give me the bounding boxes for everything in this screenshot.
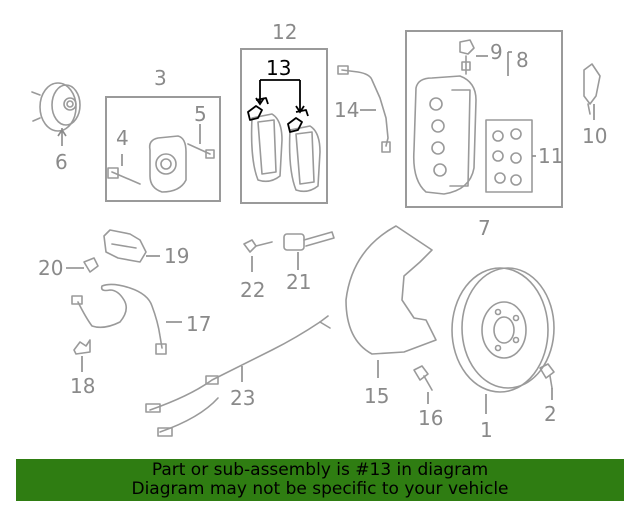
callout-1[interactable]: 1 bbox=[480, 418, 493, 442]
sensor-harness-part bbox=[145, 315, 331, 437]
callout-10[interactable]: 10 bbox=[582, 124, 608, 148]
footer-line-1: Part or sub-assembly is #13 in diagram bbox=[151, 460, 489, 480]
callout-8[interactable]: 8 bbox=[516, 48, 529, 72]
shield-bolt-part bbox=[413, 365, 433, 404]
callout-11[interactable]: 11 bbox=[538, 144, 564, 168]
group-box-3 bbox=[105, 96, 221, 202]
callout-12[interactable]: 12 bbox=[272, 20, 298, 44]
callout-7[interactable]: 7 bbox=[478, 216, 491, 240]
brake-pads-part bbox=[250, 113, 321, 193]
footer-banner: Part or sub-assembly is #13 in diagram D… bbox=[16, 459, 624, 501]
footer-line-2: Diagram may not be specific to your vehi… bbox=[131, 479, 509, 499]
diagram-artwork bbox=[31, 39, 601, 437]
callout-3[interactable]: 3 bbox=[154, 66, 167, 90]
callout-20[interactable]: 20 bbox=[38, 256, 64, 280]
callout-22[interactable]: 22 bbox=[240, 278, 266, 302]
wheel-speed-sensor-part bbox=[243, 231, 335, 272]
callout-18[interactable]: 18 bbox=[70, 374, 96, 398]
steering-knuckle-part bbox=[107, 124, 215, 193]
dust-shield-part bbox=[345, 225, 437, 378]
brake-caliper-part bbox=[412, 39, 536, 195]
callout-23[interactable]: 23 bbox=[230, 386, 256, 410]
callout-14[interactable]: 14 bbox=[334, 98, 360, 122]
sensor-bracket-part bbox=[66, 229, 160, 273]
rotor-screw-part bbox=[539, 363, 555, 400]
callout-16[interactable]: 16 bbox=[418, 406, 444, 430]
sensor-clip-part bbox=[73, 339, 91, 372]
group-box-12 bbox=[240, 48, 328, 204]
brake-wear-sensor-part bbox=[337, 65, 391, 153]
wheel-hub-part bbox=[31, 82, 81, 146]
callout-9[interactable]: 9 bbox=[490, 40, 503, 64]
group-box-7 bbox=[405, 30, 563, 208]
callout-17[interactable]: 17 bbox=[186, 312, 212, 336]
callout-21[interactable]: 21 bbox=[286, 270, 312, 294]
parts-diagram: 1 2 3 4 5 6 7 8 9 10 11 12 13 14 15 16 1… bbox=[31, 20, 608, 442]
callout-19[interactable]: 19 bbox=[164, 244, 190, 268]
caliper-clip-part bbox=[583, 63, 601, 120]
callout-5[interactable]: 5 bbox=[194, 102, 207, 126]
abs-sensor-part bbox=[71, 283, 182, 355]
brake-rotor-part bbox=[451, 267, 555, 414]
callout-6[interactable]: 6 bbox=[55, 150, 68, 174]
callout-4[interactable]: 4 bbox=[116, 126, 129, 150]
brake-pad-clips-highlight bbox=[247, 79, 309, 133]
callout-13[interactable]: 13 bbox=[266, 56, 292, 80]
callout-15[interactable]: 15 bbox=[364, 384, 390, 408]
callout-2[interactable]: 2 bbox=[544, 402, 557, 426]
